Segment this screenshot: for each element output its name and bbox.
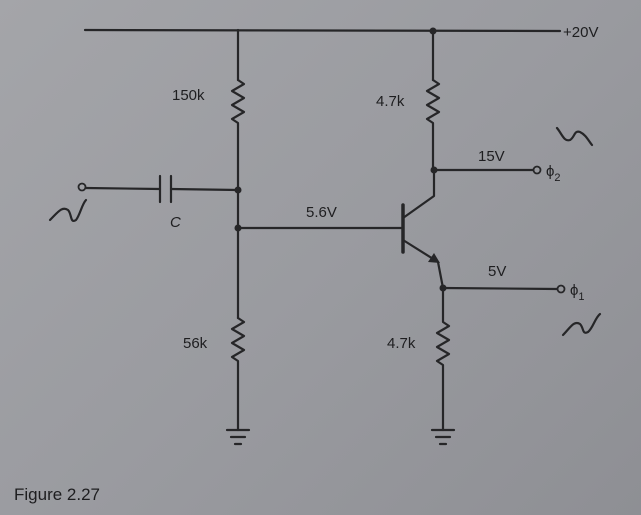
resistor-150k xyxy=(230,78,246,127)
ground-icon xyxy=(430,428,456,446)
output-waveform-icon xyxy=(561,312,602,337)
transistor-emitter xyxy=(401,238,445,290)
emitter-arrow-icon xyxy=(428,253,440,263)
resistor-56k-label: 56k xyxy=(183,335,208,352)
phi1-label: ϕ1 xyxy=(570,282,585,303)
output-terminal-phi2 xyxy=(532,165,542,175)
resistor-56k xyxy=(230,316,246,432)
capacitor-c xyxy=(158,174,173,204)
resistor-150k-label: 150k xyxy=(172,87,205,104)
output-terminal-phi1 xyxy=(556,284,566,294)
emitter-output-wire xyxy=(441,286,559,291)
transistor-collector xyxy=(401,168,436,220)
inverted-waveform-icon xyxy=(555,126,594,147)
input-wire xyxy=(84,186,240,192)
resistor-collector-4.7k xyxy=(425,78,441,172)
resistor-collector-label: 4.7k xyxy=(376,93,405,110)
resistor-emitter-label: 4.7k xyxy=(387,335,416,352)
node-junction xyxy=(429,27,437,35)
phi2-label: ϕ2 xyxy=(546,163,561,184)
input-terminal xyxy=(77,182,87,192)
collector-voltage-label: 15V xyxy=(478,148,505,165)
base-voltage-label: 5.6V xyxy=(306,204,337,221)
figure-caption: Figure 2.27 xyxy=(14,485,100,504)
supply-label: +20V xyxy=(563,24,598,41)
resistor-emitter-4.7k xyxy=(435,286,451,432)
input-waveform-icon xyxy=(48,198,88,222)
capacitor-label: C xyxy=(170,214,181,231)
supply-rail xyxy=(83,28,562,33)
ground-icon xyxy=(225,428,251,446)
emitter-voltage-label: 5V xyxy=(488,263,506,280)
